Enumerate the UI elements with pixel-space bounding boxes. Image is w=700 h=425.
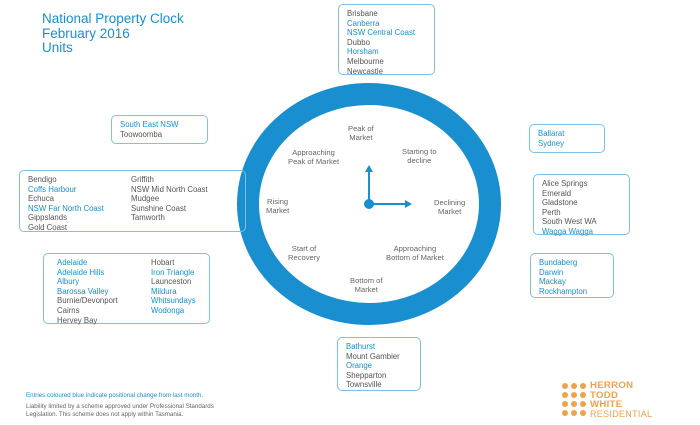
label-peak: Peak of Market [348,124,374,142]
location-item: Gippslands [28,213,68,223]
location-item: Coffs Harbour [28,184,77,194]
location-item: Mackay [539,277,566,287]
location-item: Bathurst [346,342,376,351]
location-item: Tamworth [131,213,165,223]
location-item: Mount Gambier [346,351,400,361]
location-item: Cairns [57,305,80,315]
clock-center [364,199,374,209]
location-item: Canberra [347,18,380,28]
location-item: Albury [57,277,80,287]
location-item: Burnie/Devonport [57,296,118,306]
location-item: Shepparton [346,370,387,380]
footer-liability-2: Legislation. This scheme does not apply … [26,411,184,418]
location-item: Alice Springs [542,179,588,188]
location-item: Rockhampton [539,286,588,296]
location-item: Mildura [151,286,177,296]
location-item: Wagga Wagga [542,226,593,236]
location-item: Hervey Bay [57,315,98,325]
location-item: Launceston [151,277,192,287]
location-item: Adelaide [57,258,88,267]
label-approaching-peak: Approaching Peak of Market [288,148,340,166]
location-item: Whitsundays [151,296,196,306]
page-title: National Property Clock February 2016 Un… [42,11,184,56]
location-item: NSW Mid North Coast [131,184,208,194]
title-line-2: February 2016 [42,25,130,41]
clock-hand-minute-arrow [365,165,373,172]
label-approaching-bottom: Approaching Bottom of Market [386,244,444,262]
location-item: Barossa Valley [57,286,109,296]
location-item: Bundaberg [539,258,578,267]
location-item: Sydney [538,138,565,148]
location-item: Iron Triangle [151,267,195,277]
location-item: Toowoomba [120,129,163,139]
location-item: Perth [542,207,561,217]
location-item: South East NSW [120,120,179,129]
htw-logo: HERRON TODD WHITE RESIDENTIAL [560,381,680,421]
location-item: Griffith [131,175,154,184]
location-item: South West WA [542,217,597,227]
location-item: Melbourne [347,56,384,66]
location-item: Horsham [347,47,379,57]
location-item: Gold Coast [28,222,68,232]
title-line-3: Units [42,40,73,55]
location-item: Orange [346,361,373,371]
location-item: Wodonga [151,305,185,315]
title-line-1: National Property Clock [42,11,184,26]
label-starting-decline: Starting to decline [402,147,437,165]
logo-text: HERRON TODD WHITE RESIDENTIAL [590,380,653,419]
location-item: Hobart [151,258,175,267]
location-item: Gladstone [542,198,578,208]
location-item: Sunshine Coast [131,203,187,213]
location-item: Townsville [346,380,382,390]
logo-mark-icon [562,383,586,416]
location-item: Dubbo [347,37,370,47]
location-item: Ballarat [538,129,565,138]
location-item: Brisbane [347,9,378,18]
location-item: NSW Central Coast [347,28,416,38]
location-item: Echuca [28,194,55,204]
label-bottom: Bottom of Market [350,276,383,294]
location-item: Adelaide Hills [57,267,105,277]
footer-liability-1: Liability limited by a scheme approved u… [26,403,214,410]
location-item: Darwin [539,267,564,277]
location-item: Mudgee [131,194,160,204]
label-start-recovery: Start of Recovery [288,244,321,262]
location-item: NSW Far North Coast [28,203,104,213]
footer-note: Entries coloured blue indicate positiona… [26,392,204,399]
location-item: Emerald [542,188,572,198]
location-item: Bendigo [28,175,57,184]
location-item: Newcastle [347,66,383,76]
clock-hand-hour-arrow [405,200,412,208]
label-rising: Rising Market [266,197,290,215]
label-declining: Declining Market [434,198,466,216]
clock-ring [237,83,501,325]
